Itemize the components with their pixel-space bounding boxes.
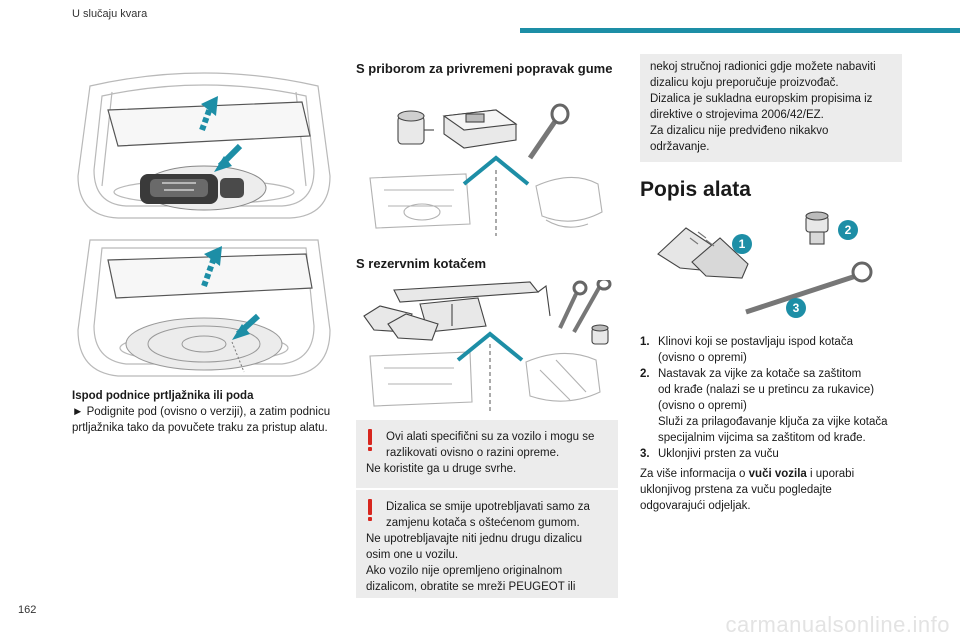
heading-tool-list: Popis alata (640, 178, 751, 201)
caption-arrow: ► (72, 406, 84, 418)
trunk-floor-illustration (77, 72, 331, 219)
towing-reference: Za više informacija o vuči vozila i upor… (640, 466, 910, 514)
warning-tools-box: Ovi alati specifični su za vozilo i mogu… (356, 420, 618, 488)
warning-1-line-1: Ovi alati specifični su za vozilo i mogu… (386, 431, 595, 443)
tool-item-line: od krađe (nalazi se u pretincu za rukavi… (658, 384, 875, 396)
tool-item-line: Klinovi koji se postavljaju ispod kotača (658, 336, 853, 348)
note-line-6: održavanje. (650, 141, 710, 153)
warning-2-line-1: Dizalica se smije upotrebljavati samo za (386, 501, 590, 513)
header-accent-bar (520, 28, 960, 33)
warning-2-line-3: Ne upotrebljavajte niti jednu drugu diza… (366, 533, 583, 545)
heading-spare-wheel: S rezervnim kotačem (356, 256, 487, 271)
tool-list-illustration: 1 2 3 (657, 211, 873, 318)
warning-2-line-2: zamjenu kotača s oštećenom gumom. (386, 517, 580, 529)
warning-1-line-2: razlikovati ovisno o razini opreme. (386, 447, 560, 459)
warning-2-line-4: osim one u vozilu. (366, 549, 459, 561)
caption-title: Ispod podnice prtljažnika ili poda (72, 390, 254, 402)
warning-2-line-5: Ako vozilo nije opremljeno originalnom (366, 565, 563, 577)
watermark: carmanualsonline.info (725, 612, 950, 637)
towing-text-post: i uporabi (806, 468, 855, 480)
note-line-5: Za dizalicu nije predviđeno nikakvo (650, 125, 829, 137)
warning-jack-box: Dizalica se smije upotrebljavati samo za… (356, 490, 618, 598)
towing-text-pre: Za više informacija o (640, 468, 749, 480)
callout-1: 1 (739, 237, 746, 251)
tool-item: 1. Klinovi koji se postavljaju ispod kot… (640, 334, 910, 366)
note-line-1: nekoj stručnoj radionici gdje možete nab… (650, 61, 876, 73)
tool-item-line: Nastavak za vijke za kotače sa zaštitom (658, 368, 862, 380)
warning-exclamation-icon (368, 429, 372, 451)
caption-text: Podignite pod (ovisno o verziji), a zati… (72, 406, 331, 434)
warning-exclamation-icon (368, 499, 372, 521)
tool-item-number: 1. (640, 336, 650, 348)
tool-item: 3. Uklonjivi prsten za vuču (640, 446, 910, 462)
callout-2: 2 (845, 223, 852, 237)
tool-item-line: Uklonjivi prsten za vuču (658, 448, 779, 460)
spare-wheel-illustration (77, 239, 331, 377)
towing-line-3: odgovarajući odjeljak. (640, 500, 751, 512)
tool-item-line: (ovisno o opremi) (658, 352, 747, 364)
heading-repair-kit: S priborom za privremeni popravak gume (356, 61, 613, 76)
section-title: U slučaju kvara (72, 8, 148, 20)
callout-3: 3 (793, 301, 800, 315)
tool-item-line: (ovisno o opremi) (658, 400, 747, 412)
jack-note-box: nekoj stručnoj radionici gdje možete nab… (640, 54, 902, 162)
tool-item: 2. Nastavak za vijke za kotače sa zaštit… (640, 366, 910, 446)
note-line-3: Dizalica je sukladna europskim propisima… (650, 93, 873, 105)
spare-wheel-tools-illustration (363, 280, 612, 414)
tool-item-number: 2. (640, 368, 650, 380)
warning-2-line-6: dizalicom, obratite se mreži PEUGEOT ili (366, 581, 576, 593)
tool-list: 1. Klinovi koji se postavljaju ispod kot… (640, 334, 910, 462)
tool-item-line: specijalnim vijcima sa zaštitom od krađe… (658, 432, 866, 444)
trunk-caption: Ispod podnice prtljažnika ili poda ► Pod… (72, 388, 342, 436)
note-line-4: direktive o strojevima 2006/42/EZ. (650, 109, 824, 121)
note-line-2: dizalicu koju preporučuje proizvođač. (650, 77, 839, 89)
tool-item-number: 3. (640, 448, 650, 460)
caption-body: ► Podignite pod (ovisno o verziji), a za… (72, 404, 342, 436)
tool-item-line: Služi za prilagođavanje ključa za vijke … (658, 416, 888, 428)
towing-link-text: vuči vozila (748, 468, 807, 480)
repair-kit-illustration (369, 103, 603, 236)
towing-line-1: Za više informacija o vuči vozila i upor… (640, 466, 910, 482)
towing-line-2: uklonjivog prstena za vuču pogledajte (640, 484, 832, 496)
warning-1-line-3: Ne koristite ga u druge svrhe. (366, 463, 517, 475)
page-number: 162 (18, 604, 37, 616)
